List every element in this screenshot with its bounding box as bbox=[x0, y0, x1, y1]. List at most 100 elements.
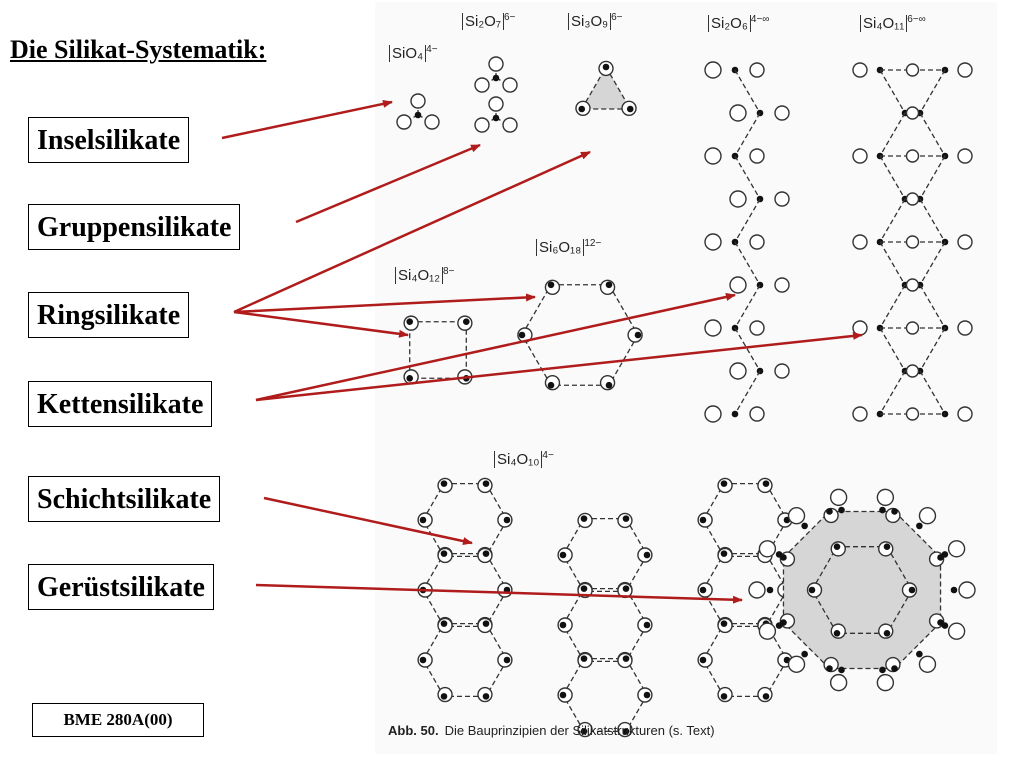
oxygen-atom bbox=[488, 96, 504, 112]
bond bbox=[879, 155, 906, 200]
silicon-atom bbox=[634, 331, 642, 339]
oxygen-atom bbox=[729, 276, 747, 294]
bond bbox=[919, 112, 946, 157]
silicon-atom bbox=[622, 585, 630, 592]
silicon-atom bbox=[833, 630, 841, 637]
arrow-2 bbox=[233, 150, 591, 314]
oxygen-atom bbox=[957, 148, 973, 164]
oxygen-atom bbox=[829, 673, 848, 692]
oxygen-atom bbox=[474, 77, 490, 93]
silicon-atom bbox=[801, 522, 808, 530]
silicon-atom bbox=[492, 114, 500, 122]
silicon-atom bbox=[731, 410, 739, 418]
oxygen-atom bbox=[957, 234, 973, 250]
bond bbox=[734, 198, 761, 243]
bond bbox=[919, 241, 946, 286]
arrow-3 bbox=[233, 293, 536, 314]
silicon-atom bbox=[643, 551, 651, 559]
silicon-atom bbox=[482, 550, 490, 557]
silicon-atom bbox=[775, 551, 783, 558]
oxygen-atom bbox=[829, 488, 848, 507]
silicon-atom bbox=[720, 550, 728, 557]
bond bbox=[879, 198, 906, 243]
silicon-atom bbox=[879, 506, 886, 514]
bond bbox=[879, 69, 906, 114]
page-title: Die Silikat-Systematik: bbox=[10, 35, 267, 64]
silicon-atom bbox=[503, 656, 511, 664]
label-kettensilikate: Kettensilikate bbox=[28, 381, 213, 427]
oxygen-atom bbox=[424, 114, 440, 130]
ring-shade bbox=[812, 546, 912, 634]
bond bbox=[919, 69, 946, 114]
silicon-atom bbox=[482, 693, 490, 700]
silicon-atom bbox=[801, 650, 808, 658]
oxygen-atom bbox=[758, 622, 777, 640]
silicon-atom bbox=[559, 621, 567, 629]
arrow-0 bbox=[221, 99, 393, 140]
oxygen-atom bbox=[749, 320, 765, 336]
silicon-atom bbox=[559, 691, 567, 699]
silicon-atom bbox=[547, 281, 555, 289]
bond bbox=[879, 327, 906, 372]
oxygen-atom bbox=[947, 540, 966, 558]
oxygen-atom bbox=[918, 507, 937, 525]
silicon-atom bbox=[492, 74, 500, 82]
silicon-atom bbox=[916, 650, 923, 658]
silicon-atom bbox=[826, 508, 833, 515]
silicon-atom bbox=[775, 622, 783, 629]
bond bbox=[879, 284, 906, 329]
bond bbox=[734, 155, 761, 200]
bond bbox=[919, 198, 946, 243]
oxygen-atom bbox=[748, 581, 766, 599]
oxygen-atom bbox=[905, 321, 920, 335]
oxygen-atom bbox=[749, 406, 765, 422]
oxygen-atom bbox=[958, 581, 976, 599]
silicon-atom bbox=[622, 728, 630, 735]
label-geruestsilikate: Gerüstsilikate bbox=[28, 564, 214, 610]
silicon-atom bbox=[766, 586, 774, 594]
silicon-atom bbox=[626, 105, 634, 113]
bond bbox=[521, 284, 552, 336]
oxygen-atom bbox=[704, 61, 722, 79]
silicon-atom bbox=[699, 586, 707, 594]
silicon-atom bbox=[891, 508, 898, 515]
silicon-atom bbox=[440, 620, 448, 627]
silicon-atom bbox=[720, 693, 728, 700]
silicon-atom bbox=[482, 620, 490, 627]
silicon-atom bbox=[406, 318, 414, 326]
oxygen-atom bbox=[947, 622, 966, 640]
oxygen-atom bbox=[876, 488, 895, 507]
ring-shade bbox=[581, 67, 631, 109]
silicon-atom bbox=[580, 655, 588, 662]
silicon-atom bbox=[518, 331, 526, 339]
bond bbox=[919, 327, 946, 372]
oxygen-atom bbox=[774, 277, 790, 293]
silicon-atom bbox=[916, 522, 923, 530]
bond bbox=[783, 511, 830, 558]
oxygen-atom bbox=[474, 117, 490, 133]
bond bbox=[734, 327, 761, 372]
silicon-atom bbox=[950, 586, 958, 594]
oxygen-atom bbox=[774, 105, 790, 121]
silicon-atom bbox=[720, 480, 728, 487]
oxygen-atom bbox=[704, 147, 722, 165]
oxygen-atom bbox=[502, 77, 518, 93]
silicon-atom bbox=[883, 630, 891, 637]
oxygen-atom bbox=[488, 56, 504, 72]
silicon-atom bbox=[440, 480, 448, 487]
bond bbox=[734, 241, 761, 286]
arrow-6 bbox=[255, 331, 863, 402]
label-gruppensilikate: Gruppensilikate bbox=[28, 204, 241, 250]
label-schichtsilikate: Schichtsilikate bbox=[28, 476, 221, 522]
bond bbox=[783, 622, 830, 669]
silicon-atom bbox=[419, 656, 427, 664]
oxygen-atom bbox=[918, 655, 937, 673]
silicon-atom bbox=[406, 374, 414, 382]
oxygen-atom bbox=[704, 233, 722, 251]
silicon-atom bbox=[605, 281, 613, 289]
